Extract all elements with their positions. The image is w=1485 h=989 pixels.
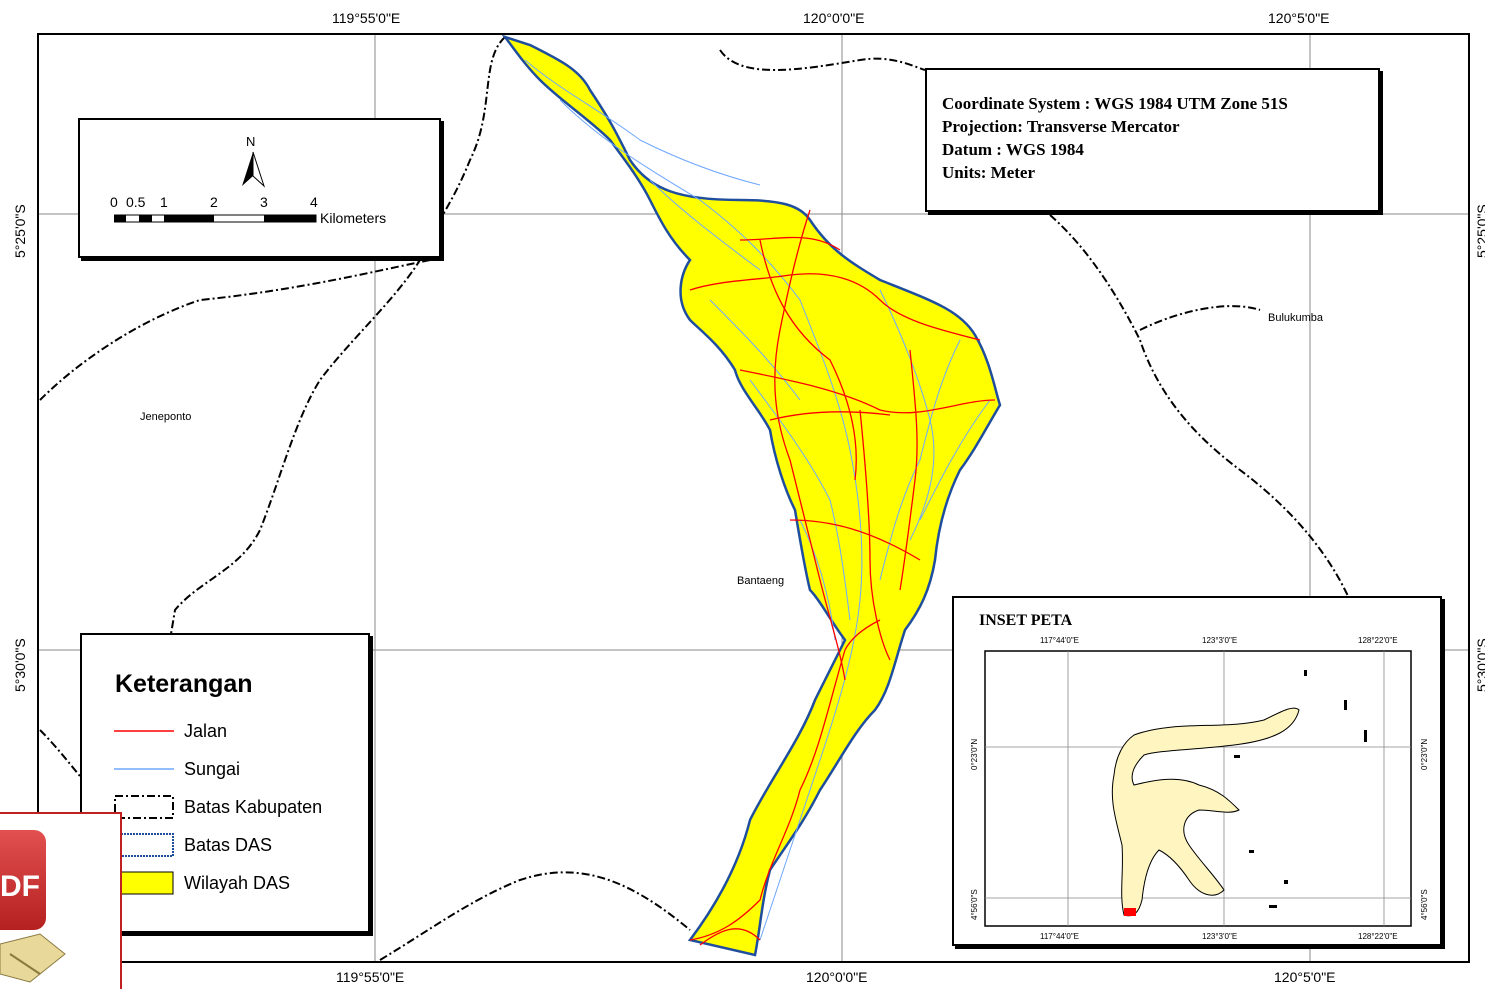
grid-label-top-1: 119°55'0"E	[332, 10, 401, 26]
scale-bar-graphic	[114, 214, 317, 223]
scale-tick-3: 3	[260, 194, 268, 210]
river-line	[799, 519, 836, 641]
inset-label-right-1: 0°23'0"N	[1420, 738, 1429, 770]
river-line	[649, 179, 761, 271]
road-line	[774, 209, 846, 681]
legend-item-sungai: Sungai	[114, 757, 414, 783]
legend-item-batas-das: Batas DAS	[114, 833, 414, 859]
inset-study-area-marker	[1124, 908, 1136, 916]
kabupaten-boundary	[39, 259, 431, 401]
grid-label-top-2: 120°0'0"E	[803, 10, 865, 26]
north-label: N	[246, 134, 256, 149]
info-datum: Datum : WGS 1984	[942, 140, 1084, 159]
road-line	[689, 273, 981, 341]
road-line	[699, 928, 761, 946]
inset-title: INSET PETA	[979, 612, 1073, 629]
road-line	[789, 519, 921, 561]
inset-label-left-1: 0°23'0"N	[970, 738, 979, 770]
river-line	[919, 399, 991, 521]
inset-label-bottom-2: 123°3'0"E	[1202, 932, 1238, 941]
inset-label-right-2: 4°56'0"S	[1420, 889, 1429, 920]
legend-label-batas-das: Batas DAS	[184, 835, 273, 855]
inset-label-left-2: 4°56'0"S	[970, 889, 979, 920]
scale-tick-2: 2	[210, 194, 218, 210]
kabupaten-boundary	[379, 871, 691, 961]
info-projection: Projection: Transverse Mercator	[942, 117, 1180, 136]
scale-bar-box: N 0 0.5 1 2 3 4 Kilometers	[78, 118, 441, 258]
inset-label-top-2: 123°3'0"E	[1202, 636, 1238, 645]
kabupaten-boundary	[1139, 305, 1261, 331]
legend-label-sungai: Sungai	[184, 759, 241, 779]
road-line	[759, 239, 857, 481]
grid-label-bottom-1: 119°55'0"E	[336, 969, 405, 985]
inset-map-box: INSET PETA 117°44'0"E 123°3'0"E 128°22'0…	[952, 596, 1442, 946]
pdf-badge[interactable]: DF	[0, 812, 122, 989]
scale-tick-0: 0	[110, 194, 118, 210]
inset-sulawesi-island	[1111, 707, 1300, 917]
wilayah-das-polygon	[501, 34, 1002, 957]
road-line	[769, 411, 891, 421]
info-coordinate-system: Coordinate System : WGS 1984 UTM Zone 51…	[942, 94, 1288, 113]
road-line	[689, 649, 846, 941]
grid-label-bottom-2: 120°0'0"E	[806, 969, 868, 985]
river-line	[559, 99, 701, 201]
scale-tick-1: 1	[160, 194, 168, 210]
pdf-icon: DF	[0, 830, 46, 930]
info-units: Units: Meter	[942, 163, 1035, 182]
legend-title: Keterangan	[115, 670, 253, 698]
legend-item-batas-kabupaten: Batas Kabupaten	[114, 795, 414, 821]
scale-tick-0-5: 0.5	[126, 194, 146, 210]
inset-label-top-1: 117°44'0"E	[1040, 636, 1080, 645]
zip-icon	[0, 933, 66, 983]
road-line	[859, 409, 891, 661]
inset-islands	[1234, 670, 1367, 908]
legend-label-wilayah-das: Wilayah DAS	[184, 873, 291, 893]
scale-tick-4: 4	[310, 194, 318, 210]
place-label-bantaeng: Bantaeng	[737, 575, 785, 587]
road-line	[899, 349, 918, 591]
kabupaten-boundary	[719, 49, 926, 71]
place-label-bulukumba: Bulukumba	[1268, 312, 1324, 324]
map-frame	[37, 33, 1470, 963]
place-label-jeneponto: Jeneponto	[140, 411, 192, 423]
grid-label-top-3: 120°5'0"E	[1268, 10, 1330, 26]
road-line	[844, 619, 881, 651]
road-line	[739, 369, 996, 414]
legend-box: Keterangan Jalan Sungai Batas Kabupaten …	[80, 633, 370, 933]
kabupaten-boundary	[169, 36, 506, 641]
legend-label-jalan: Jalan	[184, 721, 228, 741]
legend-label-batas-kabupaten: Batas Kabupaten	[184, 797, 323, 817]
inset-label-top-3: 128°22'0"E	[1358, 636, 1398, 645]
coordinate-info-box: Coordinate System : WGS 1984 UTM Zone 51…	[925, 68, 1380, 212]
legend-item-wilayah-das: Wilayah DAS	[114, 871, 414, 897]
grid-label-bottom-3: 120°5'0"E	[1274, 969, 1336, 985]
sungai-network	[524, 59, 991, 941]
road-line	[739, 236, 841, 251]
legend-item-jalan: Jalan	[114, 719, 414, 745]
scale-unit-label: Kilometers	[320, 210, 387, 226]
river-line	[699, 199, 863, 941]
inset-label-bottom-3: 128°22'0"E	[1358, 932, 1398, 941]
jalan-network	[689, 209, 996, 946]
inset-map-canvas	[984, 650, 1412, 927]
river-line	[524, 59, 761, 186]
river-line	[749, 379, 851, 621]
river-line	[709, 299, 801, 401]
inset-label-bottom-1: 117°44'0"E	[1040, 932, 1080, 941]
north-arrow-icon	[242, 151, 266, 188]
pdf-badge-text: DF	[0, 870, 40, 903]
